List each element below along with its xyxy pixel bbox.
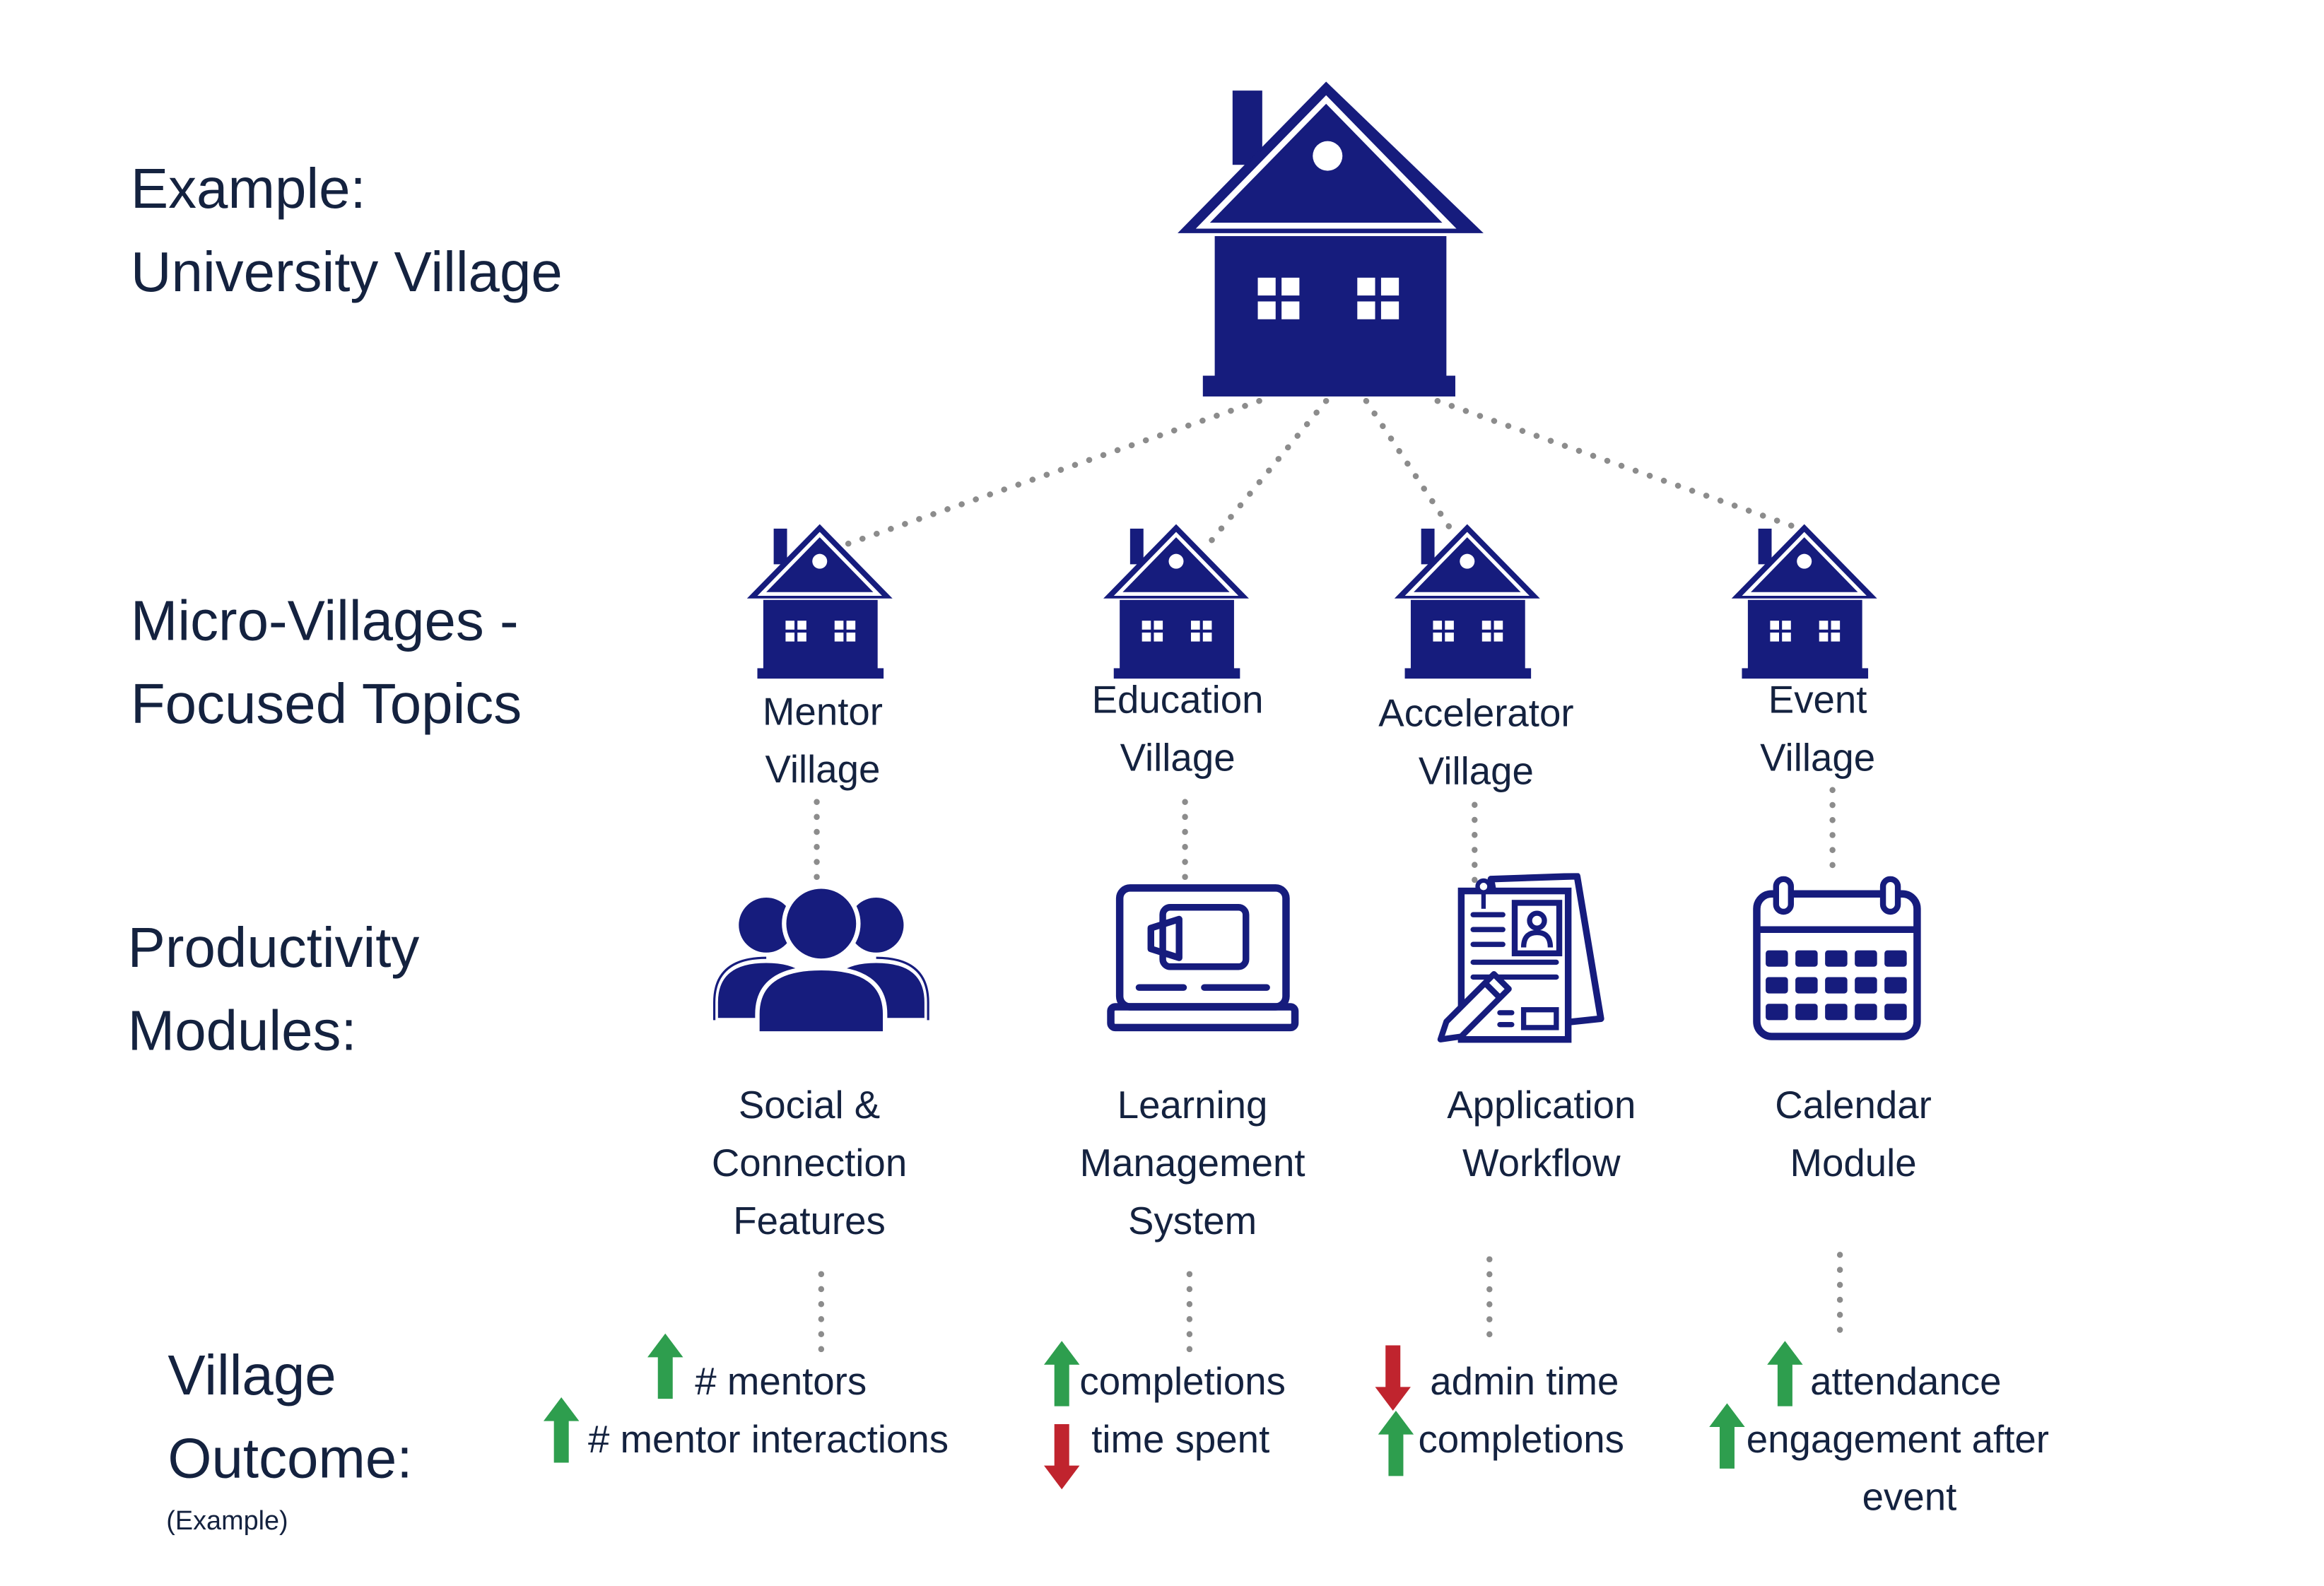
row-label-line: Productivity bbox=[127, 917, 420, 980]
calendar-icon bbox=[1753, 876, 1921, 1040]
outcome-calendar-attendance: attendance bbox=[1810, 1358, 2002, 1404]
module-name-social: Social & Connection Features bbox=[676, 1076, 943, 1250]
row-label-line: Example: bbox=[130, 158, 366, 222]
caption-line: Connection bbox=[711, 1140, 908, 1185]
outcome-example-note: (Example) bbox=[166, 1505, 288, 1536]
connector-main-accelerator bbox=[1363, 398, 1455, 535]
row-label-village-outcome: Village Outcome: bbox=[168, 1335, 412, 1501]
outcome-mentor-count: # mentors bbox=[695, 1358, 867, 1404]
module-name-application: Application Workflow bbox=[1408, 1076, 1675, 1192]
caption-line: Workflow bbox=[1462, 1140, 1621, 1185]
outcome-app-admin-time: admin time bbox=[1430, 1358, 1619, 1404]
education-village-house-icon bbox=[1103, 524, 1249, 679]
module-name-calendar: Calendar Module bbox=[1735, 1076, 1972, 1192]
caption-line: Village bbox=[1120, 734, 1236, 780]
arrow-up-icon bbox=[647, 1333, 683, 1399]
micro-village-name-education: Education Village bbox=[1059, 671, 1296, 787]
connector-main-education bbox=[1207, 398, 1330, 546]
event-village-house-icon bbox=[1731, 524, 1877, 679]
row-label-line: Micro-Villages - bbox=[130, 591, 519, 654]
accelerator-village-house-icon bbox=[1394, 524, 1540, 679]
arrow-up-icon bbox=[1044, 1341, 1080, 1406]
caption-line: Application bbox=[1447, 1082, 1636, 1127]
micro-village-name-mentor: Mentor Village bbox=[719, 683, 927, 799]
outcome-lms-completions: completions bbox=[1079, 1358, 1286, 1404]
arrow-down-icon bbox=[1044, 1423, 1080, 1490]
people-group-icon bbox=[713, 884, 929, 1036]
outcome-app-completions: completions bbox=[1418, 1416, 1624, 1462]
caption-line: Module bbox=[1790, 1140, 1917, 1185]
caption-line: Social & bbox=[738, 1082, 881, 1127]
outcome-mentor-interactions: # mentor interactions bbox=[587, 1416, 949, 1462]
caption-line: Village bbox=[1418, 748, 1534, 793]
university-village-house-icon bbox=[1178, 81, 1484, 396]
caption-line: Village bbox=[1760, 734, 1876, 780]
outcome-lms-time-spent: time spent bbox=[1091, 1416, 1270, 1462]
caption-line: Village bbox=[765, 746, 881, 792]
caption-line: Features bbox=[733, 1198, 886, 1243]
row-label-example: Example: University Village bbox=[131, 148, 563, 315]
micro-village-name-event: Event Village bbox=[1714, 671, 1922, 787]
row-label-line: Focused Topics bbox=[130, 674, 522, 737]
mentor-village-house-icon bbox=[746, 524, 893, 679]
row-label-productivity-modules: Productivity Modules: bbox=[128, 907, 420, 1074]
row-label-line: University Village bbox=[130, 242, 563, 305]
row-label-line: Outcome: bbox=[168, 1428, 413, 1491]
arrow-down-icon bbox=[1375, 1345, 1411, 1411]
arrow-up-icon bbox=[1378, 1410, 1414, 1476]
caption-line: Learning bbox=[1117, 1082, 1268, 1127]
laptop-video-icon bbox=[1107, 884, 1299, 1032]
caption-line: Education bbox=[1091, 677, 1264, 722]
caption-line: Management bbox=[1079, 1140, 1305, 1185]
caption-line: System bbox=[1128, 1198, 1257, 1243]
row-label-micro-villages: Micro-Villages - Focused Topics bbox=[131, 580, 522, 746]
outcome-calendar-engagement: engagement after bbox=[1746, 1416, 2049, 1462]
connector-main-mentor bbox=[828, 398, 1262, 553]
arrow-up-icon bbox=[1767, 1341, 1803, 1406]
outcome-calendar-engagement-cont: event bbox=[1862, 1474, 1957, 1520]
arrow-up-icon bbox=[1709, 1403, 1745, 1469]
document-form-icon bbox=[1437, 873, 1604, 1043]
module-name-learning: Learning Management System bbox=[1044, 1076, 1341, 1250]
caption-line: Event bbox=[1768, 677, 1867, 722]
caption-line: Accelerator bbox=[1378, 690, 1574, 735]
caption-line: Calendar bbox=[1775, 1082, 1932, 1127]
arrow-up-icon bbox=[543, 1397, 580, 1463]
connector-main-event bbox=[1434, 398, 1803, 532]
row-label-line: Village bbox=[168, 1345, 336, 1408]
row-label-line: Modules: bbox=[127, 1001, 357, 1064]
micro-village-name-accelerator: Accelerator Village bbox=[1346, 685, 1607, 801]
caption-line: Mentor bbox=[762, 688, 883, 734]
